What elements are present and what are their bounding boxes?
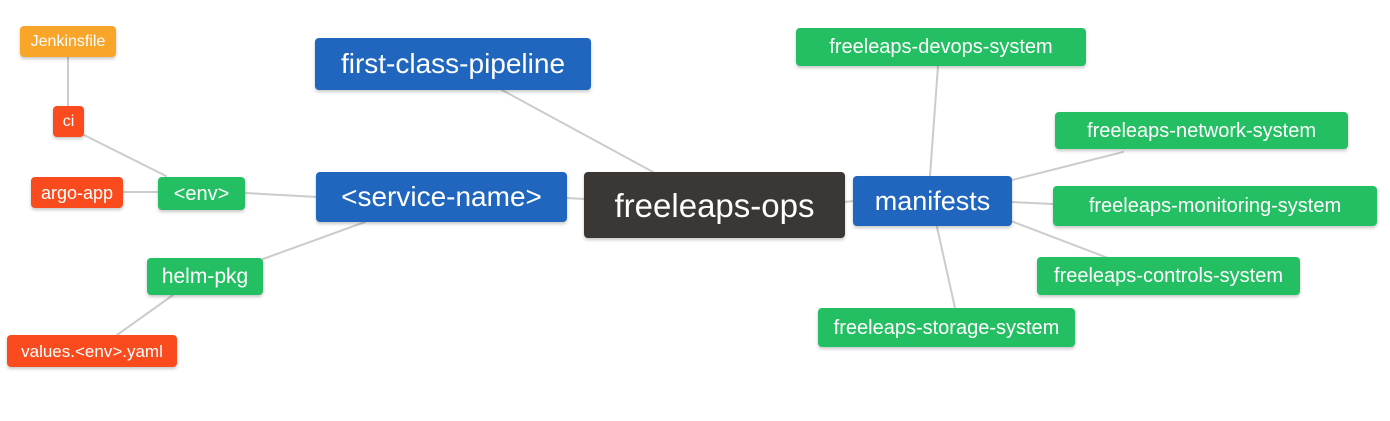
node-label-helm-pkg: helm-pkg [161,265,249,288]
node-label-jenkinsfile: Jenkinsfile [30,32,106,50]
node-service-name[interactable]: <service-name> [316,172,567,222]
node-label-values-env-yaml: values.<env>.yaml [21,341,163,361]
node-first-class-pipeline[interactable]: first-class-pipeline [315,38,591,90]
node-freeleaps-monitoring-system[interactable]: freeleaps-monitoring-system [1053,186,1377,226]
node-label-first-class-pipeline: first-class-pipeline [340,48,566,79]
node-freeleaps-network-system[interactable]: freeleaps-network-system [1055,112,1348,149]
node-label-freeleaps-network-system: freeleaps-network-system [1087,119,1316,142]
node-label-argo-app: argo-app [40,182,114,203]
node-freeleaps-controls-system[interactable]: freeleaps-controls-system [1037,257,1300,295]
node-jenkinsfile[interactable]: Jenkinsfile [20,26,116,57]
edge-service-name-to-freeleaps-ops [566,197,586,200]
node-values-env-yaml[interactable]: values.<env>.yaml [7,335,177,367]
node-freeleaps-storage-system[interactable]: freeleaps-storage-system [818,308,1075,347]
node-label-freeleaps-monitoring-system: freeleaps-monitoring-system [1088,195,1342,217]
node-env[interactable]: <env> [158,177,245,210]
edge-helm-pkg-to-service-name [262,221,366,260]
node-label-freeleaps-storage-system: freeleaps-storage-system [833,316,1060,339]
node-label-env: <env> [173,182,230,205]
node-label-service-name: <service-name> [341,181,542,212]
edge-manifests-to-freeleaps-devops-system [929,65,939,177]
edge-manifests-to-freeleaps-controls-system [1010,220,1109,259]
node-label-freeleaps-controls-system: freeleaps-controls-system [1054,265,1283,287]
node-label-manifests: manifests [874,185,991,216]
edge-first-class-pipeline-to-freeleaps-ops [501,89,654,173]
node-freeleaps-ops[interactable]: freeleaps-ops [584,172,845,238]
edge-ci-to-env [83,134,167,177]
node-label-ci: ci [62,112,75,130]
edge-freeleaps-ops-to-manifests [844,200,854,203]
node-freeleaps-devops-system[interactable]: freeleaps-devops-system [796,28,1086,66]
node-manifests[interactable]: manifests [853,176,1012,226]
node-helm-pkg[interactable]: helm-pkg [147,258,263,295]
node-label-freeleaps-devops-system: freeleaps-devops-system [829,36,1053,58]
edge-manifests-to-freeleaps-monitoring-system [1011,201,1054,205]
edge-env-to-service-name [244,192,318,198]
node-ci[interactable]: ci [53,106,84,137]
edge-manifests-to-freeleaps-storage-system [936,226,956,309]
edge-helm-pkg-to-values-env-yaml [116,294,174,336]
node-label-freeleaps-ops: freeleaps-ops [614,186,815,224]
edge-manifests-to-freeleaps-network-system [1011,151,1124,181]
node-argo-app[interactable]: argo-app [31,177,123,208]
